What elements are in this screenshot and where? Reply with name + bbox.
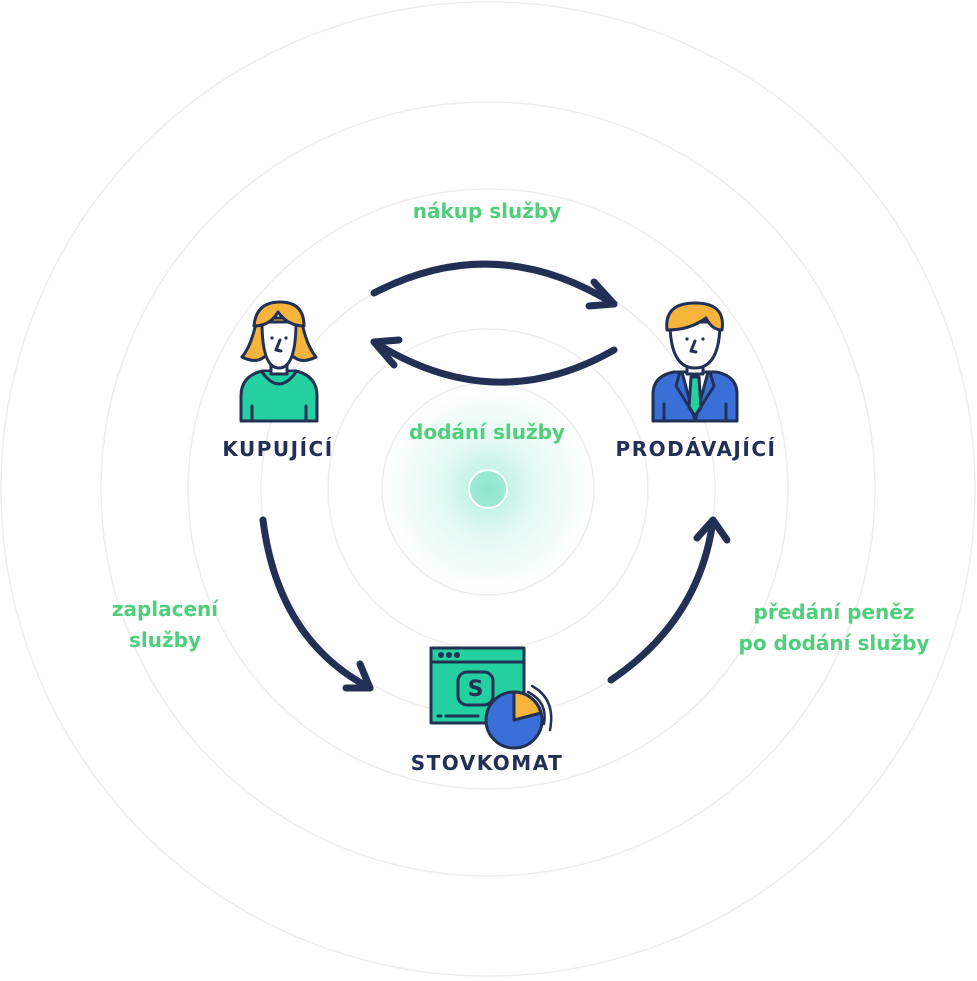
businessman-avatar-icon	[651, 301, 739, 423]
buyer-label: KUPUJÍCÍ	[222, 437, 334, 461]
purchase-flow-label: nákup služby	[412, 199, 562, 223]
payment-flow-label: zaplacení služby	[85, 594, 245, 656]
ring	[187, 188, 789, 790]
center-glow	[378, 379, 598, 599]
delivery-flow-label: dodání služby	[409, 420, 565, 444]
payout-arrow	[607, 516, 731, 684]
woman-avatar-icon	[239, 300, 319, 423]
payment-window-icon	[429, 646, 553, 750]
payment-flow-line: zaplacení	[111, 597, 219, 621]
payment-flow-line: služby	[129, 628, 201, 652]
payout-flow-label: předání peněz po dodání služby	[720, 597, 948, 659]
purchase-arrow	[370, 260, 618, 310]
payment-arrow	[259, 516, 374, 692]
payout-flow-line: po dodání služby	[738, 631, 930, 655]
payout-flow-line: předání peněz	[753, 600, 915, 624]
ring	[100, 101, 876, 877]
seller-label: PRODÁVAJÍCÍ	[615, 437, 777, 461]
delivery-arrow	[370, 336, 618, 386]
center-dot	[468, 469, 508, 509]
platform-label: STOVKOMAT	[410, 751, 564, 775]
platform-glyph: S	[468, 677, 484, 702]
